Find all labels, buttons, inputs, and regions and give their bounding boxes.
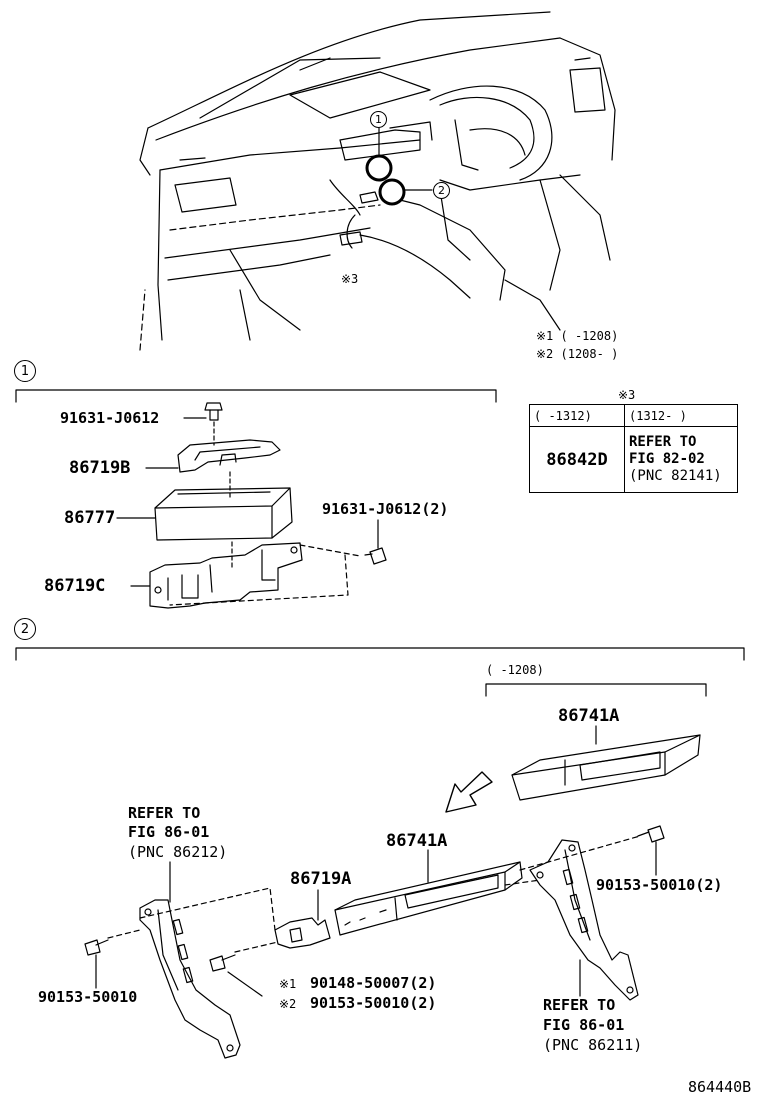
date-range-label: ( -1208) — [486, 663, 544, 677]
table-note-marker: ※3 — [618, 388, 636, 402]
bolt-91631-j0612-top — [204, 402, 223, 446]
ref-left-line2[interactable]: FIG 86-01 — [128, 823, 210, 841]
bracket-86719b — [177, 439, 281, 473]
table-reference-cell: REFER TO FIG 82-02 (PNC 82141) — [624, 426, 738, 493]
table-col2-header: (1312- ) — [624, 404, 738, 427]
part-label-90153-50010-right[interactable]: 90153-50010(2) — [596, 876, 723, 894]
part-label-86719c[interactable]: 86719C — [44, 576, 106, 596]
note-2: ※2 (1208- ) — [536, 347, 619, 361]
part-label-86719b[interactable]: 86719B — [69, 458, 131, 478]
part-label-91631-j0612-top[interactable]: 91631-J0612 — [60, 409, 160, 427]
table-ref-line2[interactable]: FIG 82-02 — [629, 451, 705, 467]
table-col1-header: ( -1312) — [529, 404, 625, 427]
part-label-86741a[interactable]: 86741A — [386, 831, 448, 851]
part-label-90153-50010-left[interactable]: 90153-50010 — [38, 988, 138, 1006]
reference-table: ( -1312) (1312- ) 86842D REFER TO FIG 82… — [529, 404, 738, 493]
part-label-86719a[interactable]: 86719A — [290, 869, 352, 889]
direction-arrow — [445, 771, 493, 813]
table-ref-line3: (PNC 82141) — [629, 468, 722, 484]
ref-right-line2[interactable]: FIG 86-01 — [543, 1016, 625, 1034]
note-1: ※1 ( -1208) — [536, 329, 619, 343]
figure-id: 864440B — [688, 1078, 752, 1096]
unit-86741a-alt — [511, 734, 701, 801]
part-label-86741a-alt[interactable]: 86741A — [558, 706, 620, 726]
section-1-marker: 1 — [14, 360, 36, 382]
ref-left-line1: REFER TO — [128, 804, 201, 822]
unit-86777 — [154, 487, 293, 541]
side-bracket-right — [529, 839, 639, 1001]
bracket-86719a — [274, 917, 331, 949]
section2-frame — [15, 647, 745, 661]
section-2-marker: 2 — [14, 618, 36, 640]
bolt-90148-50007 — [209, 954, 236, 972]
part-label-86777[interactable]: 86777 — [64, 508, 116, 528]
callout-1: 1 — [370, 111, 387, 128]
part-label-91631-j0612-side[interactable]: 91631-J0612(2) — [322, 500, 449, 518]
ref-left-line3: (PNC 86212) — [128, 843, 228, 861]
bolt-90153-50010-right — [637, 825, 665, 843]
bolt-90153-50010-left — [84, 939, 109, 956]
dashboard-illustration — [139, 11, 616, 351]
part-label-90148-50007[interactable]: 90148-50007(2) — [310, 974, 437, 992]
callout-2: 2 — [433, 182, 450, 199]
variant-2-marker: ※2 — [279, 997, 297, 1011]
side-bracket-left — [139, 899, 241, 1059]
bracket-86719c — [149, 542, 303, 609]
part-label-90153-50010-variant2[interactable]: 90153-50010(2) — [310, 994, 437, 1012]
ref-right-line1: REFER TO — [543, 996, 616, 1014]
unit-86741a — [334, 861, 523, 936]
table-ref-line1: REFER TO — [629, 434, 697, 450]
section1-frame — [15, 389, 497, 403]
table-part-86842d[interactable]: 86842D — [529, 426, 625, 493]
bolt-91631-j0612-side — [364, 547, 387, 565]
note-3-marker: ※3 — [341, 272, 359, 286]
variant-1-marker: ※1 — [279, 977, 297, 991]
ref-right-line3: (PNC 86211) — [543, 1036, 643, 1054]
date-range-bracket — [485, 683, 707, 697]
